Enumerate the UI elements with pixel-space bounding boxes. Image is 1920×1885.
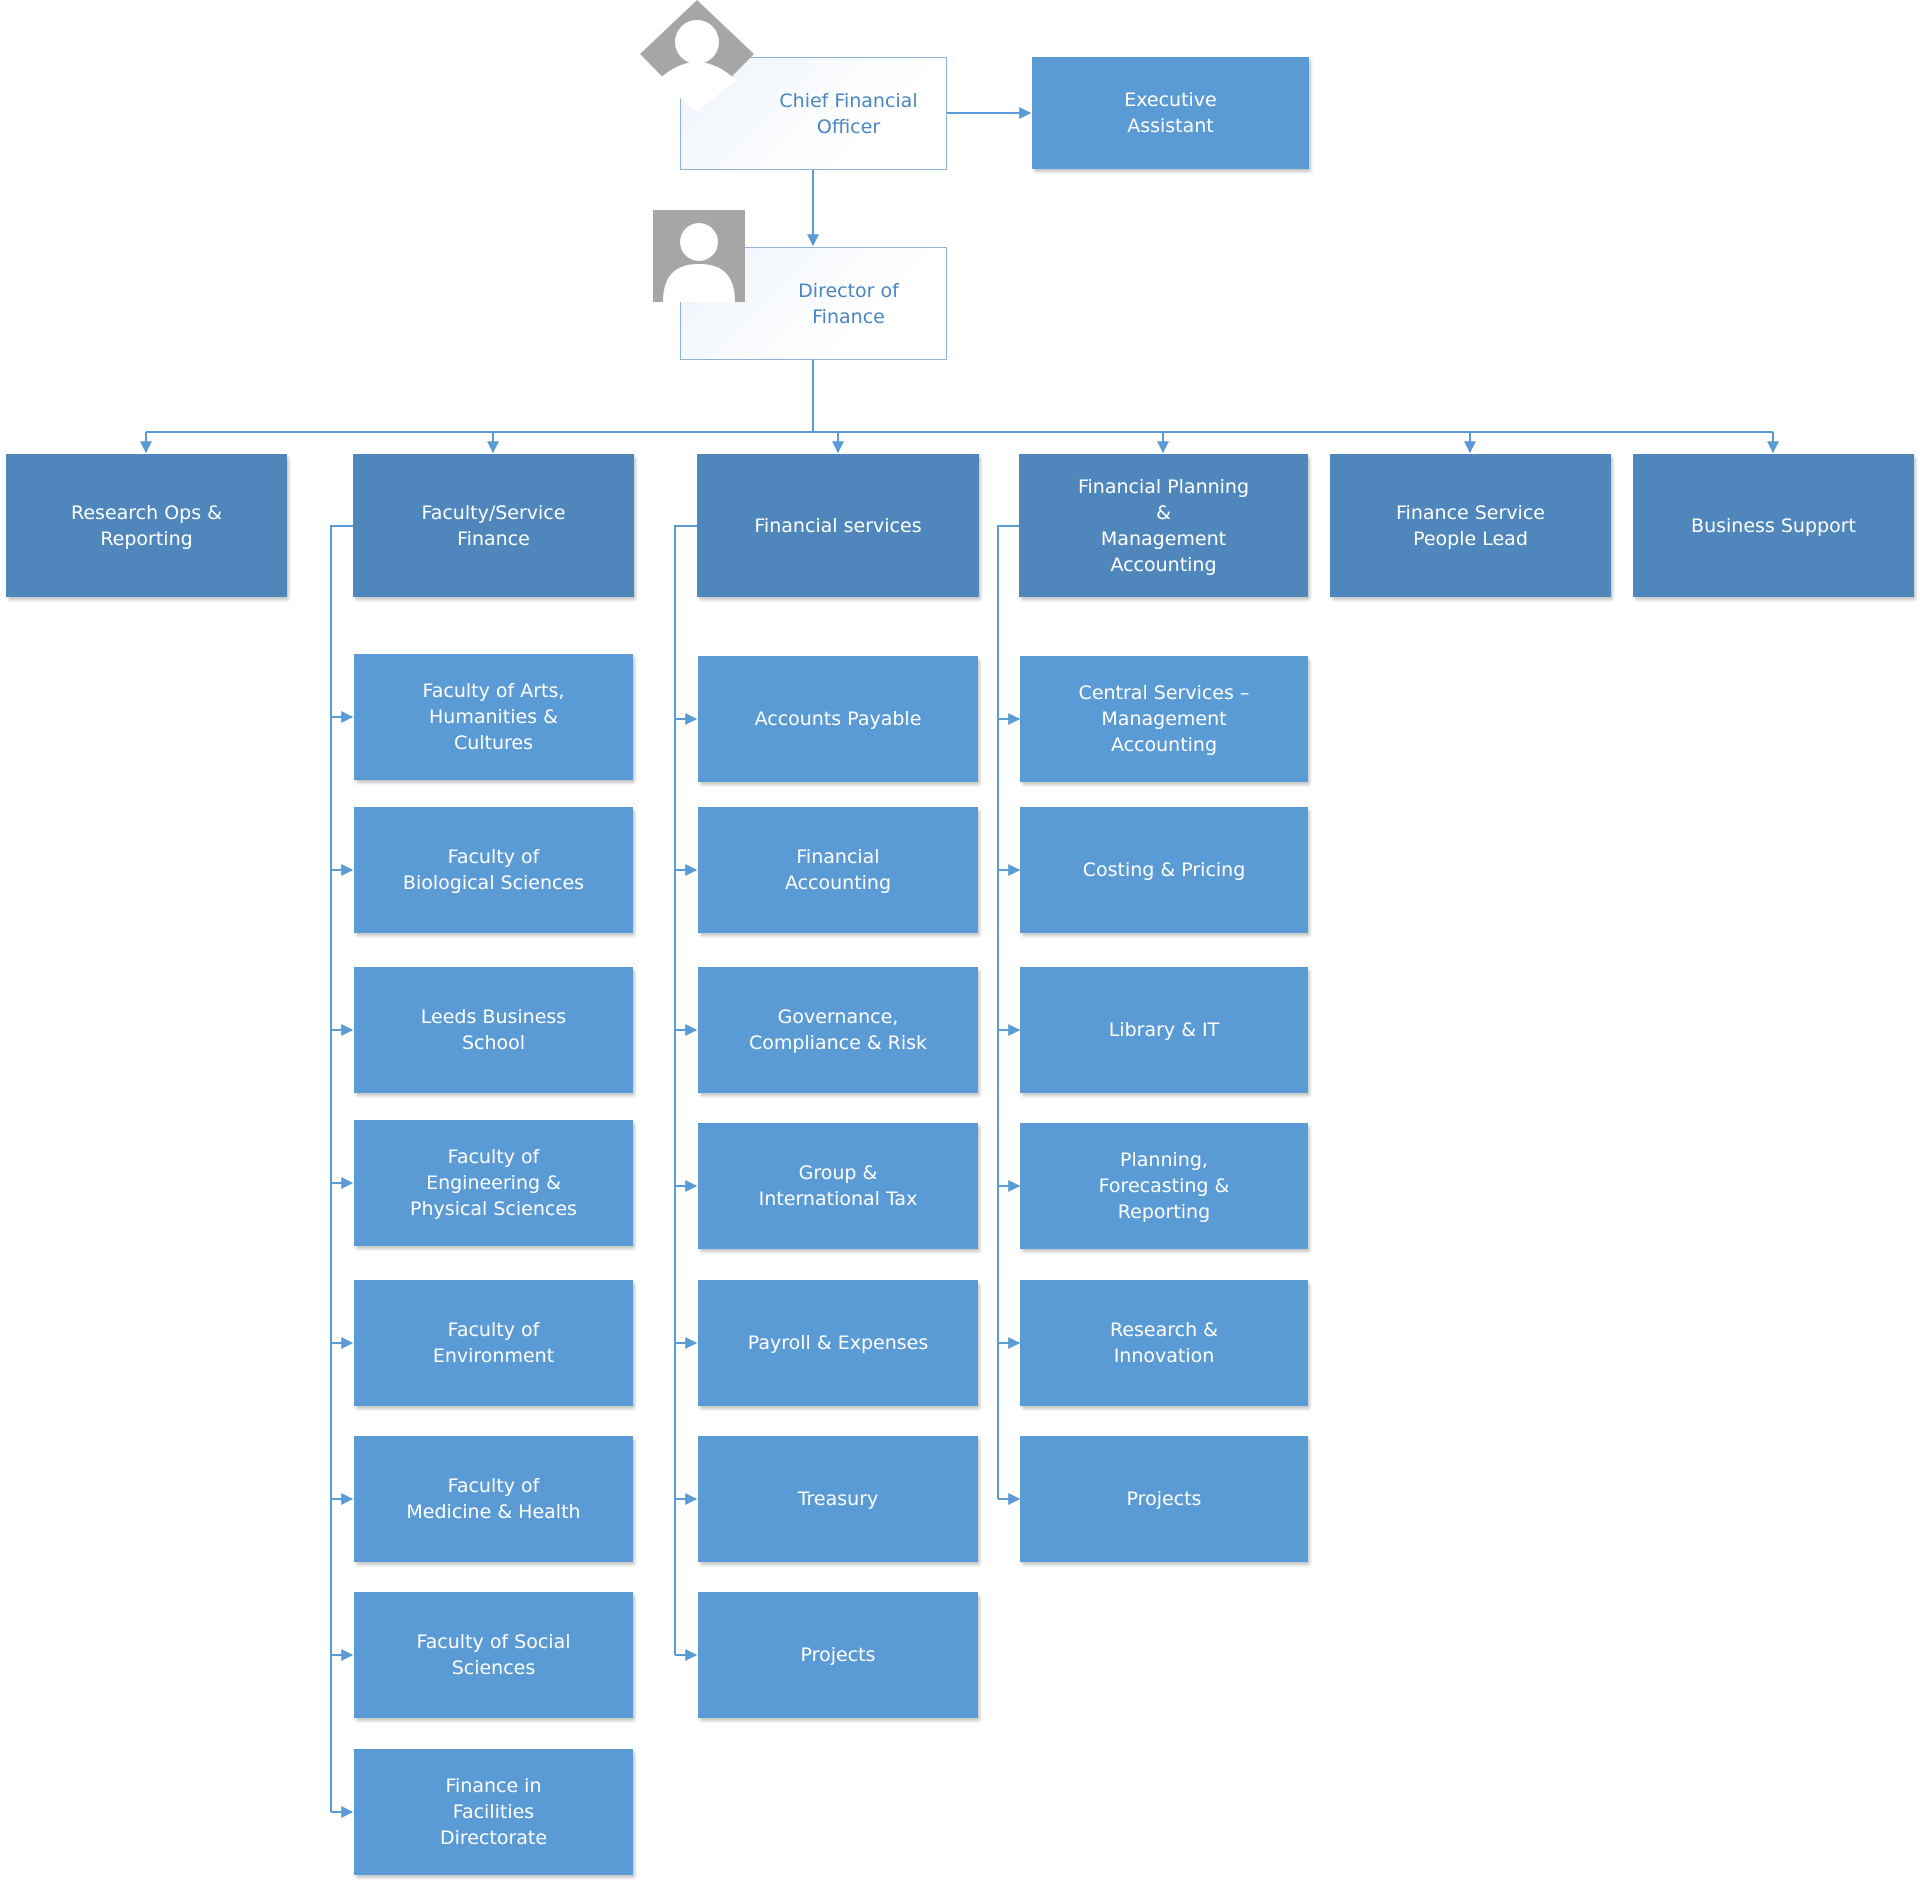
unit-label: Governance, Compliance & Risk xyxy=(748,1006,928,1054)
dept-label: Financial Planning & Management Accounti… xyxy=(1077,475,1250,576)
unit-label: Leeds Business School xyxy=(420,1006,567,1054)
unit-label: Central Services – Management Accounting xyxy=(1078,682,1250,756)
unit-label: Finance in Facilities Directorate xyxy=(439,1775,548,1849)
unit-label: Faculty of Engineering & Physical Scienc… xyxy=(410,1146,577,1220)
unit-box[interactable]: Research & Innovation xyxy=(1020,1280,1308,1406)
chief-financial-officer-label: Chief Financial Officer xyxy=(779,89,918,138)
dept-label: Research Ops & Reporting xyxy=(71,501,222,550)
unit-box[interactable]: Faculty of Arts, Humanities & Cultures xyxy=(354,654,633,780)
unit-box[interactable]: Planning, Forecasting & Reporting xyxy=(1020,1123,1308,1249)
unit-label: Planning, Forecasting & Reporting xyxy=(1098,1149,1230,1223)
unit-label: Faculty of Arts, Humanities & Cultures xyxy=(422,680,565,754)
unit-box[interactable]: Central Services – Management Accounting xyxy=(1020,656,1308,782)
unit-box[interactable]: Finance in Facilities Directorate xyxy=(354,1749,633,1875)
unit-box[interactable]: Library & IT xyxy=(1020,967,1308,1093)
unit-box[interactable]: Projects xyxy=(698,1592,978,1718)
unit-label: Treasury xyxy=(797,1488,879,1510)
unit-box[interactable]: Payroll & Expenses xyxy=(698,1280,978,1406)
unit-box[interactable]: Faculty of Biological Sciences xyxy=(354,807,633,933)
unit-label: Projects xyxy=(1126,1488,1202,1510)
unit-box[interactable]: Faculty of Medicine & Health xyxy=(354,1436,633,1562)
unit-label: Research & Innovation xyxy=(1109,1319,1218,1367)
unit-label: Faculty of Medicine & Health xyxy=(406,1475,581,1523)
unit-box[interactable]: Accounts Payable xyxy=(698,656,978,782)
unit-box[interactable]: Faculty of Environment xyxy=(354,1280,633,1406)
dept-financial-services[interactable]: Financial services xyxy=(697,454,979,597)
unit-label: Library & IT xyxy=(1108,1019,1220,1041)
dept-research-ops-reporting[interactable]: Research Ops & Reporting xyxy=(6,454,287,597)
person-avatar-icon xyxy=(653,210,745,302)
unit-box[interactable]: Financial Accounting xyxy=(698,807,978,933)
unit-box[interactable]: Treasury xyxy=(698,1436,978,1562)
dept-business-support[interactable]: Business Support xyxy=(1633,454,1914,597)
dept-faculty-service-finance[interactable]: Faculty/Service Finance xyxy=(353,454,634,597)
unit-label: Accounts Payable xyxy=(754,708,922,730)
unit-label: Faculty of Social Sciences xyxy=(416,1631,571,1679)
dept-label: Faculty/Service Finance xyxy=(421,501,566,550)
unit-label: Group & International Tax xyxy=(758,1162,918,1210)
person-avatar-icon xyxy=(640,0,754,112)
unit-label: Projects xyxy=(800,1644,876,1666)
dept-financial-planning-management-accounting[interactable]: Financial Planning & Management Accounti… xyxy=(1019,454,1308,597)
director-of-finance-label: Director of Finance xyxy=(798,279,899,328)
chief-financial-officer-box[interactable]: Chief Financial Officer xyxy=(680,57,947,170)
executive-assistant-box[interactable]: Executive Assistant xyxy=(1032,57,1309,169)
unit-box[interactable]: Leeds Business School xyxy=(354,967,633,1093)
unit-box[interactable]: Group & International Tax xyxy=(698,1123,978,1249)
dept-label: Business Support xyxy=(1691,514,1856,537)
dept-label: Financial services xyxy=(754,514,922,537)
unit-label: Faculty of Environment xyxy=(432,1319,555,1367)
unit-label: Costing & Pricing xyxy=(1082,859,1246,881)
dept-finance-service-people-lead[interactable]: Finance Service People Lead xyxy=(1330,454,1611,597)
executive-assistant-label: Executive Assistant xyxy=(1124,89,1217,137)
unit-label: Financial Accounting xyxy=(784,846,892,894)
unit-box[interactable]: Faculty of Social Sciences xyxy=(354,1592,633,1718)
unit-label: Faculty of Biological Sciences xyxy=(402,846,585,894)
unit-box[interactable]: Costing & Pricing xyxy=(1020,807,1308,933)
unit-label: Payroll & Expenses xyxy=(747,1332,929,1354)
unit-box[interactable]: Governance, Compliance & Risk xyxy=(698,967,978,1093)
dept-label: Finance Service People Lead xyxy=(1396,501,1545,550)
unit-box[interactable]: Projects xyxy=(1020,1436,1308,1562)
unit-box[interactable]: Faculty of Engineering & Physical Scienc… xyxy=(354,1120,633,1246)
